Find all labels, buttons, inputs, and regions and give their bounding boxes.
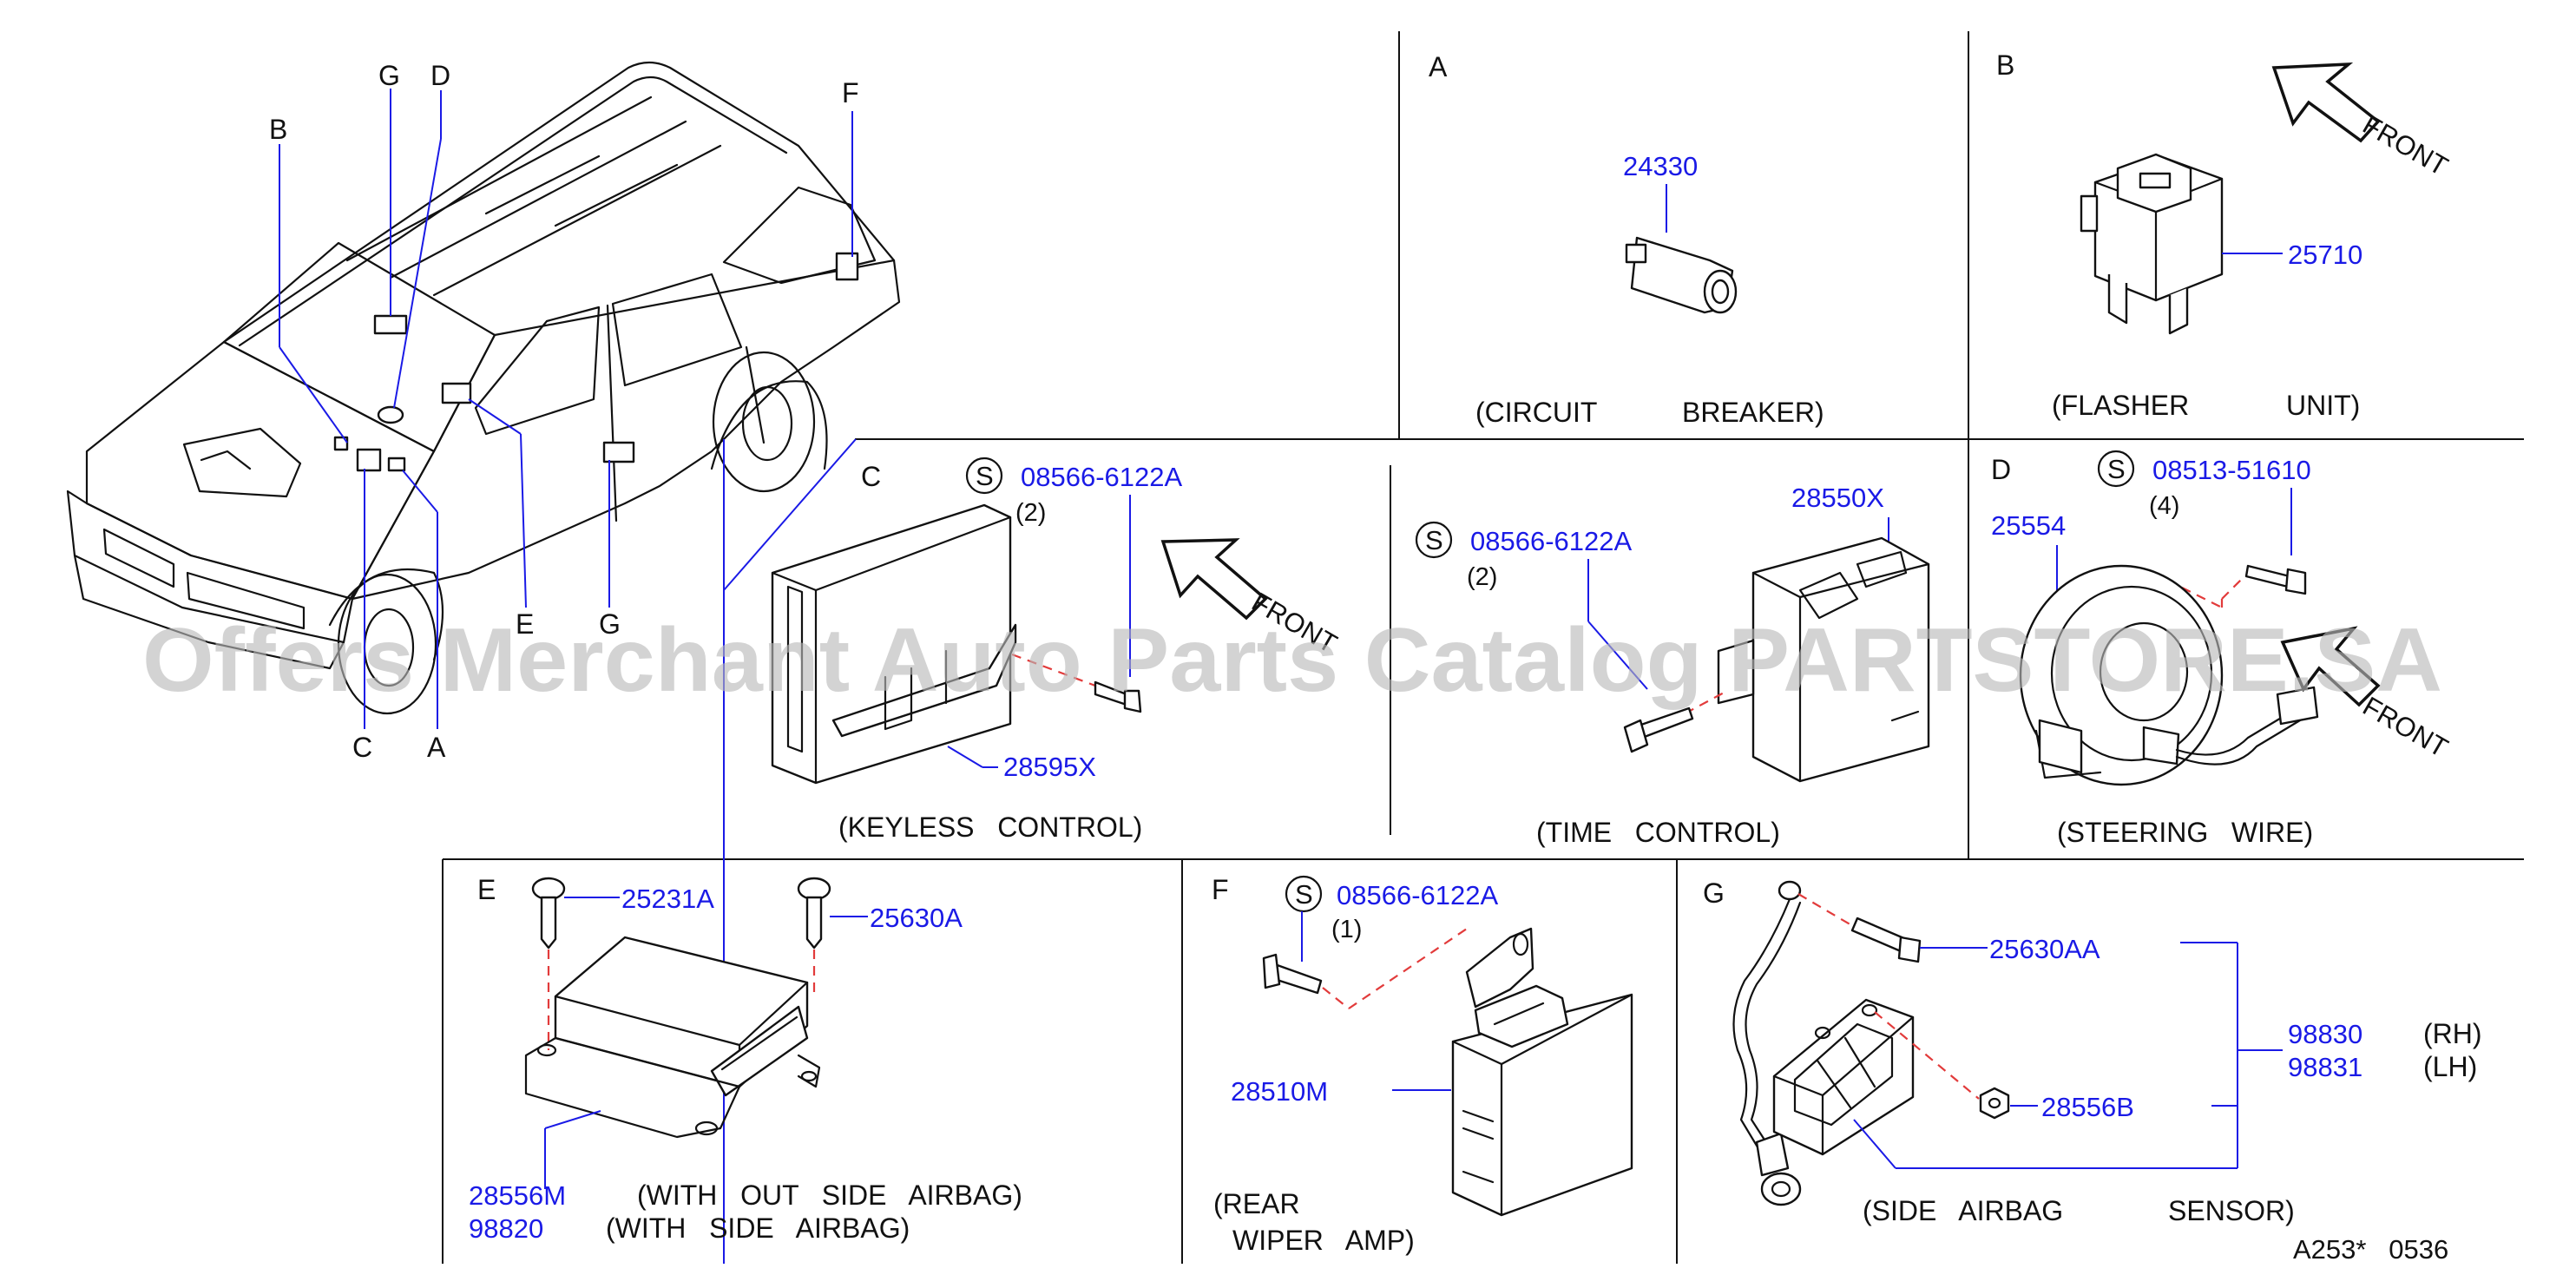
caption-breaker: BREAKER) [1682,397,1824,428]
callout-g-top: G [378,60,400,91]
section-c-keyless-control: C S 08566-6122A (2) FRONT 28595X (KEYLES… [771,457,1343,843]
section-f-rear-wiper-amp: F S 08566-6122A (1) 28510M (REAR WIPER A… [1212,874,1633,1256]
callout-c: C [352,732,372,763]
screw-symbol-d [2097,450,2135,488]
keyless-control-part [771,503,1012,785]
bolt-25231a [531,877,566,901]
section-letter-f: F [1212,874,1229,905]
caption-flasher: (FLASHER [2052,390,2189,421]
caption-side-airbag: (SIDE AIRBAG [1863,1195,2063,1226]
caption-circuit: (CIRCUIT [1475,397,1597,428]
section-letter-e: E [477,874,496,905]
callout-d: D [430,60,450,91]
callout-f: F [842,77,859,108]
section-a-circuit-breaker: A 24330 (CIRCUIT BREAKER) [1429,51,1824,428]
bolt-25630a [797,877,831,901]
section-letter-c: C [861,461,881,492]
part-number-28510m: 28510M [1231,1076,1328,1107]
screw-part-number-d: 08513-51610 [2152,455,2311,485]
vehicle-callout-labels: G D B F E G C A [269,60,859,763]
note-with-side-airbag: (WITH SIDE AIRBAG) [606,1212,910,1244]
screw-part-number-f: 08566-6122A [1337,880,1498,910]
part-number-98830: 98830 [2288,1019,2362,1049]
callout-e: E [516,608,534,640]
section-letter-g: G [1703,877,1725,909]
screw-time [1637,706,1694,739]
caption-keyless-control: (KEYLESS CONTROL) [838,812,1142,843]
caption-sensor: SENSOR) [2168,1195,2295,1226]
label-rh: (RH) [2423,1018,2482,1049]
rear-wiper-amp-part [1451,993,1633,1217]
caption-rear: (REAR [1213,1188,1300,1219]
part-number-24330: 24330 [1623,151,1698,181]
section-time-control: S 08566-6122A (2) 28550X (TIME CONTROL) [1415,483,1930,848]
callout-g-bottom: G [599,608,621,640]
diagram-code: A253* 0536 [2293,1234,2448,1265]
screw-part-number-time: 08566-6122A [1470,526,1632,556]
part-number-28556b: 28556B [2041,1092,2134,1122]
section-g-side-airbag-sensor: G 25630AA 28556B 98830 [1703,877,2482,1226]
caption-wiper-amp: WIPER AMP) [1232,1225,1415,1256]
part-number-25554: 25554 [1991,510,2066,541]
screw-symbol-c-letter: S [976,461,994,491]
screw-symbol-f [1285,875,1323,913]
screw-d [2244,564,2291,588]
part-number-28556m: 28556M [469,1180,566,1211]
time-control-part [1751,536,1930,783]
nut-28556b [1979,1087,2010,1120]
section-e-airbag-control: E 25231A 25630A 28556M 98820 (WITH OUT S… [469,874,1022,1244]
part-number-25630a: 25630A [870,903,963,933]
screw-symbol-d-letter: S [2107,454,2126,484]
watermark-text: Offers Merchant Auto Parts Catalog PARTS… [142,610,2442,711]
part-number-25630aa: 25630AA [1989,934,2100,964]
part-number-25231a: 25231A [621,884,714,914]
part-number-98831: 98831 [2288,1052,2362,1082]
section-letter-d: D [1991,454,2011,485]
front-arrow-icon [2271,62,2381,143]
part-number-25710: 25710 [2288,240,2362,270]
screw-qty-time: (2) [1467,563,1497,591]
caption-time-control: (TIME CONTROL) [1536,817,1780,848]
part-number-28595x: 28595X [1003,752,1096,782]
section-d-steering-wire: D S 08513-51610 (4) 25554 FRONT (STEERIN… [1991,450,2454,848]
section-letter-a: A [1429,51,1448,82]
screw-symbol-time-letter: S [1425,525,1443,555]
caption-unit: UNIT) [2286,390,2360,421]
part-number-98820: 98820 [469,1213,543,1244]
section-letter-b: B [1996,49,2014,81]
front-label-b: FRONT [2358,109,2454,182]
bolt-25630aa [1850,917,1908,953]
part-number-28550x: 28550X [1791,483,1884,513]
vehicle-illustration [66,61,901,1264]
screw-symbol-time [1415,521,1453,559]
callout-a: A [427,732,446,763]
panel-frame [442,31,2524,1264]
screw-symbol-f-letter: S [1295,879,1313,910]
screw-qty-f: (1) [1331,916,1362,943]
screw-symbol-c [965,457,1003,495]
label-lh: (LH) [2423,1051,2477,1082]
note-without-side-airbag: (WITH OUT SIDE AIRBAG) [637,1180,1022,1211]
screw-qty-d: (4) [2149,492,2179,520]
caption-steering-wire: (STEERING WIRE) [2057,817,2313,848]
screw-part-number-c: 08566-6122A [1021,462,1182,492]
front-arrow-icon [1160,538,1268,621]
front-arrow-icon [2280,626,2381,707]
callout-b: B [269,114,287,145]
screw-qty-c: (2) [1015,499,1046,527]
section-b-flasher-unit: B FRONT 25710 (FLASHER UNIT) [1996,49,2454,421]
